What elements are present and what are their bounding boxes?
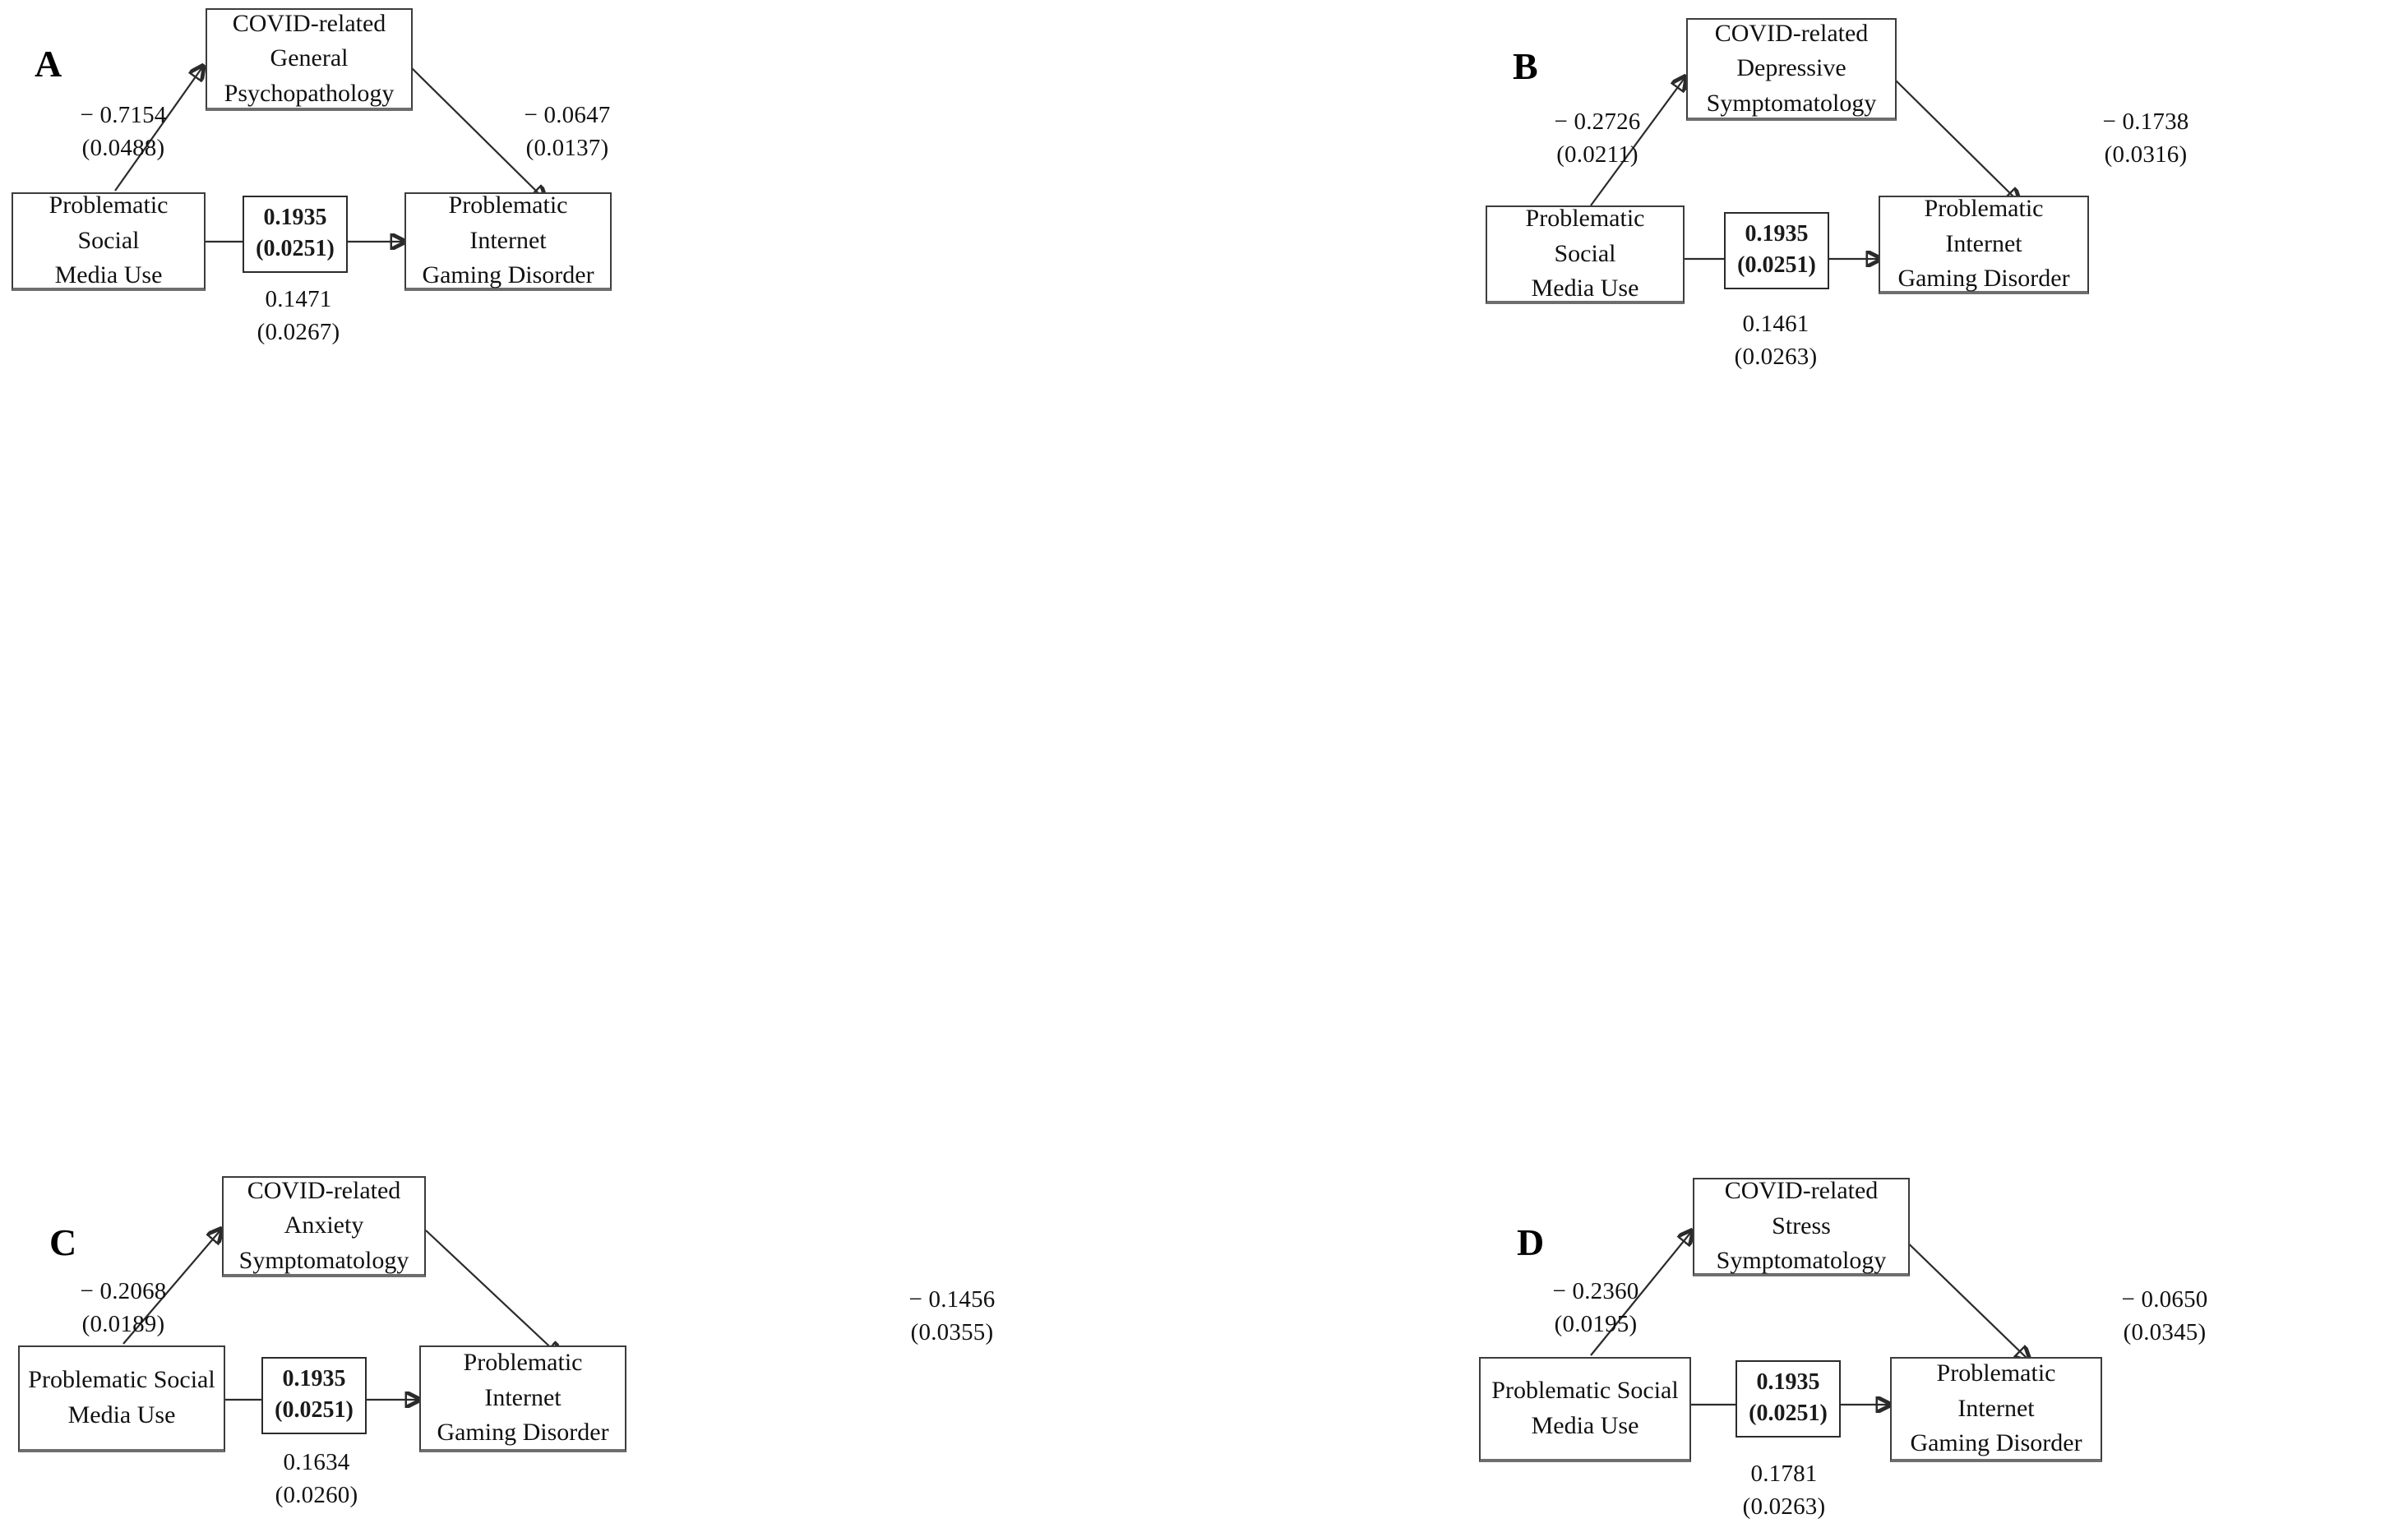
edge-a-path: [1590, 78, 1685, 206]
predictor-box-b: Problematic Social Media Use: [1486, 205, 1685, 304]
coef-d-path-a: − 0.2360 (0.0195): [1552, 1278, 1639, 1338]
mediator-box-d: COVID-related Stress Symptomatology: [1693, 1177, 1910, 1276]
coef-b-path-b: − 0.1738 (0.0316): [2102, 108, 2189, 168]
coef-a-path-a: − 0.7154 (0.0488): [80, 102, 167, 162]
panel-c: C COVID-related Anxiety Symptomatology P…: [0, 665, 1204, 1508]
edge-b-path: [410, 67, 544, 199]
coef-b-path-a: − 0.2726 (0.0211): [1554, 108, 1641, 168]
edge-a-path: [122, 1230, 220, 1345]
outcome-box-c: Problematic Internet Gaming Disorder: [419, 1345, 626, 1452]
mediator-label-d: COVID-related Stress Symptomatology: [1716, 1177, 1887, 1275]
coef-d-direct: 0.1935 (0.0251): [1736, 1360, 1841, 1438]
coef-c-path-b: − 0.1456 (0.0355): [908, 1286, 996, 1346]
panel-a: A COVID-related General Psychopathology …: [0, 0, 1204, 665]
coef-a-direct: 0.1935 (0.0251): [243, 196, 348, 273]
predictor-label-c: Problematic Social Media Use: [28, 1366, 215, 1428]
outcome-label-c: Problematic Internet Gaming Disorder: [437, 1349, 609, 1447]
predictor-box-d: Problematic Social Media Use: [1479, 1357, 1691, 1462]
panel-d: D COVID-related Stress Symptomatology Pr…: [1204, 665, 2408, 1520]
predictor-box-a: Problematic Social Media Use: [12, 192, 206, 291]
panel-c-edges: [122, 665, 1204, 1330]
predictor-label-a: Problematic Social Media Use: [49, 192, 169, 289]
outcome-box-b: Problematic Internet Gaming Disorder: [1879, 195, 2089, 294]
predictor-box-c: Problematic Social Media Use: [18, 1345, 225, 1452]
coef-c-path-a: − 0.2068 (0.0189): [80, 1278, 167, 1338]
edge-b-path: [1893, 77, 2018, 201]
mediator-box-b: COVID-related Depressive Symptomatology: [1686, 18, 1897, 121]
coef-a-path-b: − 0.0647 (0.0137): [524, 102, 611, 162]
mediator-box-a: COVID-related General Psychopathology: [206, 8, 413, 111]
coef-d-indirect: 0.1781 (0.0263): [1742, 1461, 1826, 1521]
predictor-label-d: Problematic Social Media Use: [1491, 1377, 1679, 1439]
coef-a-indirect: 0.1471 (0.0267): [257, 286, 340, 346]
mediator-label-a: COVID-related General Psychopathology: [224, 9, 395, 107]
edge-a-path: [114, 67, 202, 192]
outcome-box-a: Problematic Internet Gaming Disorder: [404, 192, 612, 291]
mediator-label-b: COVID-related Depressive Symptomatology: [1706, 19, 1877, 117]
mediator-box-c: COVID-related Anxiety Symptomatology: [222, 1176, 426, 1277]
outcome-label-a: Problematic Internet Gaming Disorder: [422, 192, 594, 289]
coef-c-direct: 0.1935 (0.0251): [261, 1357, 367, 1434]
edge-b-path: [1896, 1231, 2028, 1359]
panel-b: B COVID-related Depressive Symptomatolog…: [1204, 0, 2408, 665]
edge-b-path: [425, 1230, 559, 1355]
predictor-label-b: Problematic Social Media Use: [1525, 205, 1645, 302]
panel-letter-d: D: [1517, 1221, 1545, 1263]
panel-letter-a: A: [35, 43, 62, 85]
outcome-box-d: Problematic Internet Gaming Disorder: [1890, 1357, 2102, 1462]
coef-b-indirect: 0.1461 (0.0263): [1734, 311, 1818, 371]
outcome-label-d: Problematic Internet Gaming Disorder: [1910, 1359, 2082, 1457]
panel-letter-c: C: [49, 1221, 77, 1263]
mediator-label-c: COVID-related Anxiety Symptomatology: [238, 1176, 409, 1274]
coef-c-indirect: 0.1634 (0.0260): [275, 1449, 358, 1509]
outcome-label-b: Problematic Internet Gaming Disorder: [1897, 195, 2070, 293]
coef-b-direct: 0.1935 (0.0251): [1724, 212, 1829, 289]
coef-d-path-b: − 0.0650 (0.0345): [2121, 1286, 2208, 1346]
panel-letter-b: B: [1513, 45, 1538, 87]
